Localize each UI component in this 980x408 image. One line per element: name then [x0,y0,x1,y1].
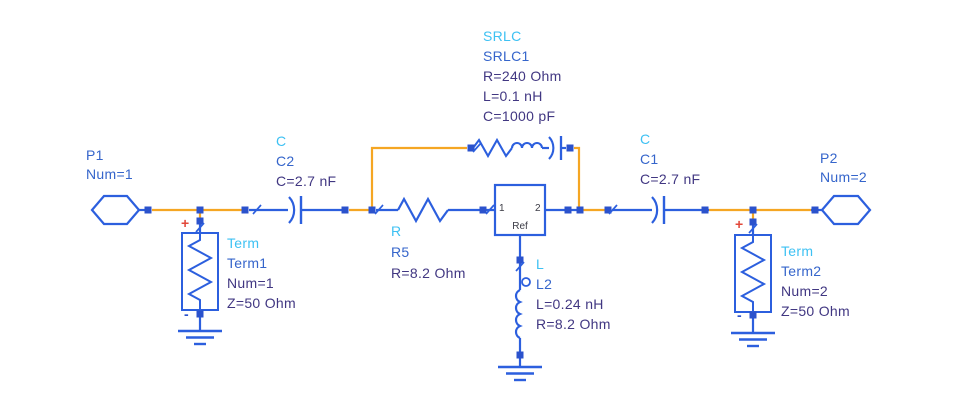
c1-label-block: C C1 C=2.7 nF [640,129,700,189]
l2-l-param[interactable]: L=0.24 nH [536,296,604,312]
pin-slash-marks [195,142,758,272]
p2-name-label[interactable]: P2 [820,150,838,166]
term1-symbol[interactable] [181,232,219,311]
c1-type-label[interactable]: C [640,131,651,147]
ground-symbol-term2[interactable] [731,331,775,348]
r5-name-label[interactable]: R5 [391,244,410,260]
term2-label-block: Term Term2 Num=2 Z=50 Ohm [781,241,850,321]
c1-name-label[interactable]: C1 [640,151,659,167]
srlc1-c-param[interactable]: C=1000 pF [483,108,556,124]
port-p2-symbol[interactable] [820,194,872,226]
c2-type-label[interactable]: C [276,133,287,149]
c2-label-block: C C2 C=2.7 nF [276,131,336,191]
srlc-inductor [510,142,544,149]
term1-resistor [186,233,214,310]
srlc-cap-curve [548,136,555,160]
r5-type-label[interactable]: R [391,223,402,239]
term2-z-param[interactable]: Z=50 Ohm [781,303,850,319]
term1-label-block: Term Term1 Num=1 Z=50 Ohm [227,233,296,313]
srlc1-name-label[interactable]: SRLC1 [483,48,530,64]
c1-value-param[interactable]: C=2.7 nF [640,171,701,187]
srlc1-r-param[interactable]: R=240 Ohm [483,68,562,84]
srlc1-type-label[interactable]: SRLC [483,28,522,44]
subckt-pin2-label: 2 [535,203,541,214]
l2-label-block: L L2 L=0.24 nH R=8.2 Ohm [536,254,611,334]
wire-srlc-left-riser [370,146,467,211]
term2-minus-sign: - [737,307,742,323]
term2-num-param[interactable]: Num=2 [781,283,829,299]
r5-label-block: R R5 R=8.2 Ohm [391,221,466,284]
term2-plus-sign: + [735,216,744,232]
term1-num-param[interactable]: Num=1 [227,275,275,291]
l2-name-label[interactable]: L2 [536,276,553,292]
ground-symbol-l2[interactable] [498,365,542,382]
r5-value-param[interactable]: R=8.2 Ohm [391,265,466,281]
term2-symbol[interactable] [734,234,772,313]
srlc1-l-param[interactable]: L=0.1 nH [483,88,543,104]
inductor-polarity-dot [521,277,531,287]
c2-name-label[interactable]: C2 [276,153,295,169]
l2-r-param[interactable]: R=8.2 Ohm [536,316,611,332]
junction-nodes [144,144,819,359]
resistor-r5-symbol[interactable] [397,196,449,224]
port-p1-symbol[interactable] [90,194,141,226]
term1-plus-sign: + [181,215,190,231]
c2-value-param[interactable]: C=2.7 nF [276,173,337,189]
srlc-resistor [472,137,513,159]
term2-resistor [739,235,767,312]
term1-name-label[interactable]: Term1 [227,255,268,271]
term1-type-label[interactable]: Term [227,235,260,251]
subckt-ref-label: Ref [512,221,528,232]
port-hexagon [820,194,872,226]
subckt-pin1-label: 1 [499,203,505,214]
port-hexagon [90,194,141,226]
term2-type-label[interactable]: Term [781,243,814,259]
capacitor-c2-symbol[interactable] [288,196,303,224]
p1-label-block: P1 Num=1 [86,146,133,184]
term1-minus-sign: - [184,306,189,322]
term2-name-label[interactable]: Term2 [781,263,822,279]
l2-type-label[interactable]: L [536,256,545,272]
p1-num-param[interactable]: Num=1 [86,166,134,182]
inductor-l2-symbol[interactable] [514,277,531,340]
ground-symbol-term1[interactable] [178,329,222,346]
subcircuit-box[interactable] [493,183,547,237]
term1-z-param[interactable]: Z=50 Ohm [227,295,296,311]
p2-num-param[interactable]: Num=2 [820,169,868,185]
capacitor-c1-symbol[interactable] [651,196,666,224]
p1-name-label[interactable]: P1 [86,147,104,163]
srlc1-symbol[interactable] [472,136,563,160]
wire-srlc-right-riser [574,146,581,209]
p2-label-block: P2 Num=2 [820,149,867,187]
srlc1-label-block: SRLC SRLC1 R=240 Ohm L=0.1 nH C=1000 pF [483,26,562,126]
